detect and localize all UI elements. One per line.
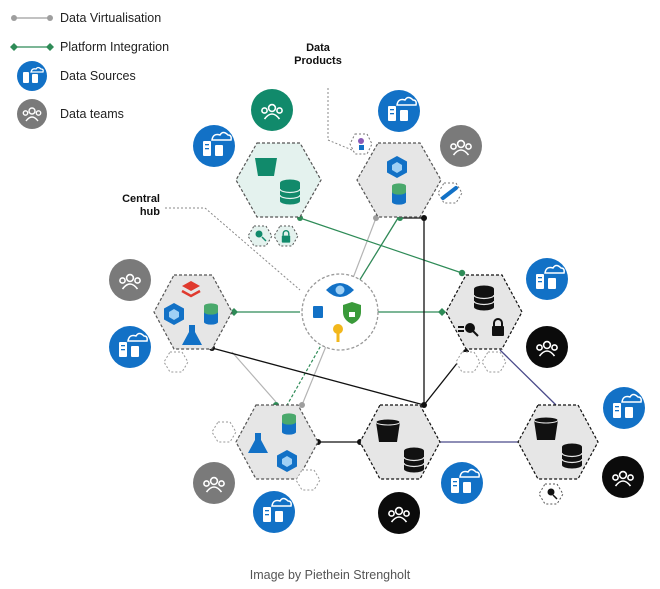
legend: Data Virtualisation Platform Integration… (8, 4, 208, 134)
data-domain-hex-right (445, 274, 523, 350)
data-team-black (378, 492, 420, 534)
eye-icon (326, 283, 354, 297)
catalog-icon (313, 306, 323, 318)
data-source-icon (108, 325, 152, 369)
database-icon (473, 284, 495, 312)
data-domain-hex-bottom-left (235, 404, 319, 480)
small-hex-search (247, 225, 273, 247)
empty-product-slot (211, 421, 237, 443)
layers-icon (181, 281, 201, 298)
data-product-icon (349, 133, 373, 155)
legend-label: Data Sources (60, 69, 136, 83)
central-hub-label-line2: hub (139, 206, 160, 218)
data-product-icon (437, 182, 463, 204)
search-icon (255, 230, 267, 242)
bucket-icon (375, 418, 401, 443)
central-hub (301, 273, 379, 351)
data-team-grey (193, 462, 235, 504)
legend-item-data-teams: Data teams (8, 99, 124, 129)
database-icon (561, 442, 583, 470)
data-domain-hex-left (153, 274, 233, 350)
data-domain-hex-bottom-center (359, 404, 441, 480)
legend-item-data-virtualisation: Data Virtualisation (8, 6, 161, 30)
data-team-grey (109, 259, 151, 301)
data-team-grey (440, 125, 482, 167)
bucket-icon (255, 158, 277, 176)
legend-item-platform-integration: Platform Integration (8, 35, 169, 59)
database-icon (279, 179, 301, 205)
search-icon (547, 488, 558, 500)
data-domain-hex-bottom-right (517, 404, 599, 480)
grey-dot-line-icon (8, 6, 56, 30)
database-icon (204, 303, 218, 325)
data-team-green (251, 89, 293, 131)
central-hub-pointer (165, 207, 301, 291)
data-products-label-line2: Products (294, 55, 342, 67)
black-connections (211, 217, 557, 443)
green-diamond-line-icon (8, 35, 56, 59)
small-hex-search (538, 483, 564, 505)
empty-product-slot (455, 351, 481, 373)
data-source-icon (525, 257, 569, 301)
bucket-icon (533, 416, 559, 441)
empty-product-slot (295, 469, 321, 491)
data-source-icon (377, 89, 421, 133)
small-hex-lock (273, 225, 299, 247)
data-mesh-diagram (108, 88, 646, 534)
database-icon (403, 446, 425, 474)
key-icon (333, 324, 343, 342)
image-caption: Image by Piethein Strengholt (249, 568, 411, 582)
data-team-black (602, 456, 644, 498)
data-source-icon (252, 490, 296, 534)
data-team-black (526, 326, 568, 368)
legend-label: Data Virtualisation (60, 11, 162, 25)
empty-product-slot (481, 351, 507, 373)
people-group-icon (8, 99, 56, 129)
legend-label: Data teams (60, 107, 124, 121)
lock-icon (281, 230, 291, 243)
data-source-icon (192, 124, 236, 168)
empty-product-slot (163, 351, 189, 373)
central-hub-label: Central hub (110, 193, 160, 219)
shield-icon (343, 302, 361, 324)
cloud-server-icon (8, 61, 56, 91)
data-source-icon (602, 386, 646, 430)
legend-label: Platform Integration (60, 40, 170, 54)
data-products-pointer (327, 88, 353, 151)
database-icon (282, 413, 296, 435)
database-icon (392, 183, 406, 205)
data-products-label: Data Products (285, 42, 351, 68)
data-domain-hex-top-right (356, 142, 442, 218)
search-icon (458, 323, 479, 337)
central-hub-label-line1: Central (122, 193, 160, 205)
data-source-icon (440, 461, 484, 505)
data-products-label-line1: Data (306, 42, 330, 54)
legend-item-data-sources: Data Sources (8, 61, 136, 91)
data-domain-hex-top-left (235, 142, 322, 218)
